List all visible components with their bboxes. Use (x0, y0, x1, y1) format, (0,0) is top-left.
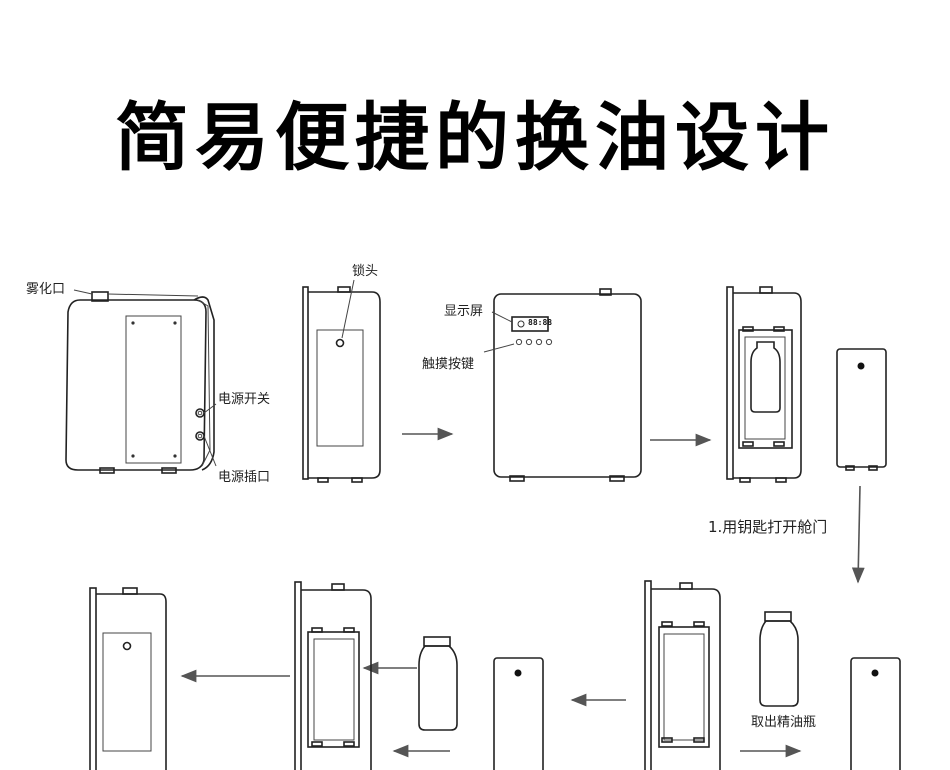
label-power-switch: 电源开关 (218, 392, 271, 407)
oil-bottle-new (418, 636, 458, 731)
device-opened-with-bottle (726, 286, 802, 483)
label-touch-keys: 触摸按键 (422, 357, 475, 372)
oil-bottle-removed (759, 611, 799, 707)
device-side-lock (302, 279, 381, 483)
label-step1: 1.用钥匙打开舱门 (708, 518, 828, 536)
label-power-socket: 电源插口 (218, 470, 271, 485)
page-title: 简易便捷的换油设计 (115, 95, 835, 181)
device-front-display (483, 288, 642, 482)
door-panel-top (836, 348, 887, 471)
label-atomizer-port: 雾化口 (26, 282, 66, 297)
label-display: 显示屏 (444, 304, 484, 319)
device-opened-empty (294, 581, 372, 770)
label-remove-bottle: 取出精油瓶 (751, 715, 817, 730)
device-closed-bottom-left (89, 587, 167, 770)
label-lock: 锁头 (352, 264, 379, 279)
door-panel-bottom-right (850, 657, 901, 770)
device-perspective-view (65, 289, 217, 474)
door-panel-bottom-middle (493, 657, 544, 770)
device-opened-bottom-right (644, 580, 721, 770)
display-readout: 88:88 (528, 318, 553, 327)
